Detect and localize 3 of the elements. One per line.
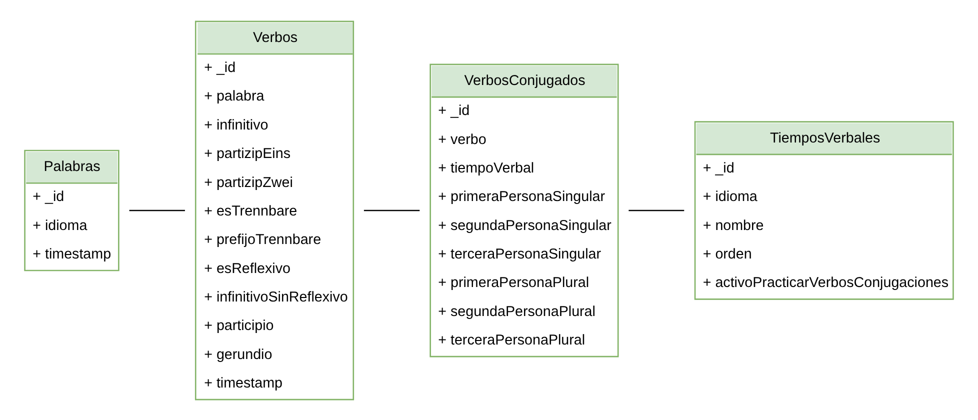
connector <box>129 209 185 211</box>
connector <box>364 209 420 211</box>
connector <box>628 209 684 211</box>
